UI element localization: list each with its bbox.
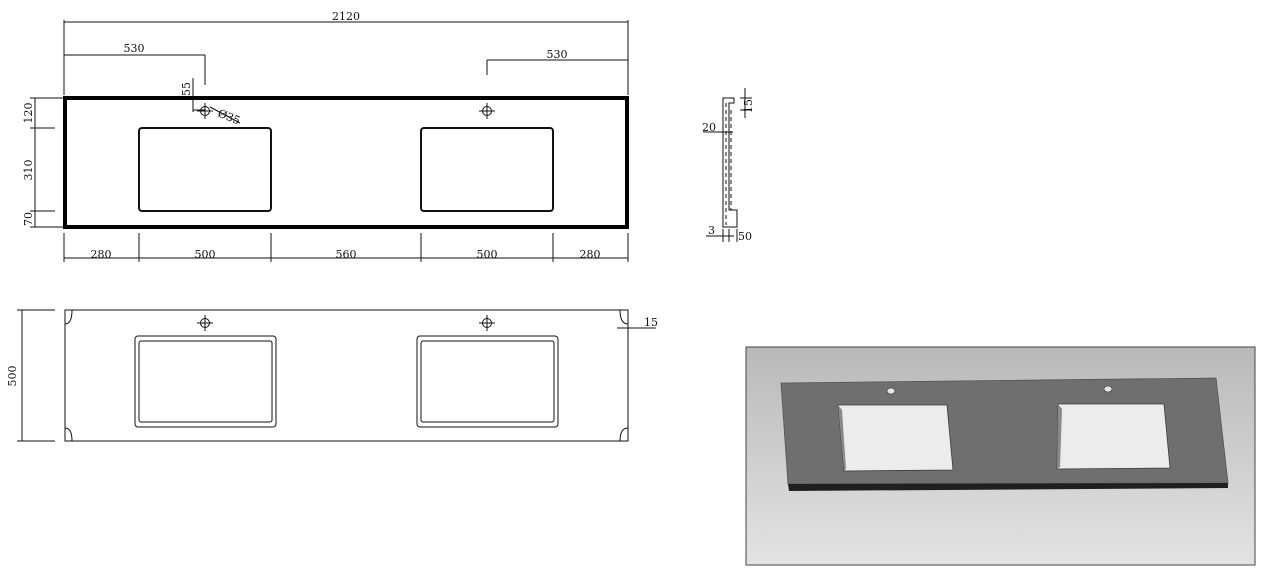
dimension-plan-depth: 500 <box>6 309 55 442</box>
dim-text-tap-to-back: 55 <box>180 82 193 96</box>
right-tap-hole <box>479 103 495 119</box>
dim-text-segment-1: 280 <box>91 248 112 261</box>
left-tap-hole <box>197 103 213 119</box>
dimension-corner-radius: 15 <box>617 316 658 334</box>
dimension-left-tap-offset: 530 <box>64 42 206 85</box>
dim-text-tap-diameter: Ø35 <box>216 107 242 128</box>
dim-text-back-margin: 120 <box>22 103 35 124</box>
dim-text-segment-3: 560 <box>336 248 357 261</box>
section-view: 15 20 3 50 <box>702 88 755 243</box>
right-bowl-cutout <box>420 127 554 212</box>
plan-right-bowl-outer <box>416 335 559 428</box>
dim-text-front-step: 3 <box>708 224 715 237</box>
plan-left-tap-hole <box>197 315 213 331</box>
dim-text-segment-2: 500 <box>195 248 216 261</box>
plan-left-bowl-inner <box>138 340 273 423</box>
dimension-tap-to-back: 55 <box>180 78 205 112</box>
dimension-bottom-segments: 280 500 560 500 280 <box>63 233 629 262</box>
render-view <box>745 346 1256 566</box>
dimension-tap-diameter: Ø35 <box>209 106 242 128</box>
dim-text-thickness: 20 <box>702 121 716 134</box>
dim-text-right-tap-offset: 530 <box>547 48 568 61</box>
dim-text-back-lip: 15 <box>742 99 755 113</box>
countertop-outline <box>63 96 629 229</box>
dim-text-plan-depth: 500 <box>6 366 19 387</box>
top-view: 2120 530 530 55 <box>22 10 629 262</box>
dim-text-front-lip: 50 <box>738 230 752 243</box>
dimension-right-tap-offset: 530 <box>486 48 628 75</box>
plan-right-bowl-inner <box>420 340 555 423</box>
plan-left-bowl-outer <box>134 335 277 428</box>
dim-text-bowl-depth: 310 <box>22 160 35 181</box>
dimension-overall-length: 2120 <box>63 10 629 95</box>
dim-text-corner-radius: 15 <box>644 316 658 329</box>
dim-text-overall-length: 2120 <box>332 10 360 23</box>
dim-text-front-margin: 70 <box>22 212 35 226</box>
dim-text-segment-4: 500 <box>477 248 498 261</box>
dim-text-segment-5: 280 <box>580 248 601 261</box>
left-bowl-cutout <box>138 127 272 212</box>
plan-right-tap-hole <box>479 315 495 331</box>
plan-view: 500 15 <box>6 309 658 442</box>
dimension-left-vertical: 120 310 70 <box>22 97 64 228</box>
dim-text-left-tap-offset: 530 <box>124 42 145 55</box>
